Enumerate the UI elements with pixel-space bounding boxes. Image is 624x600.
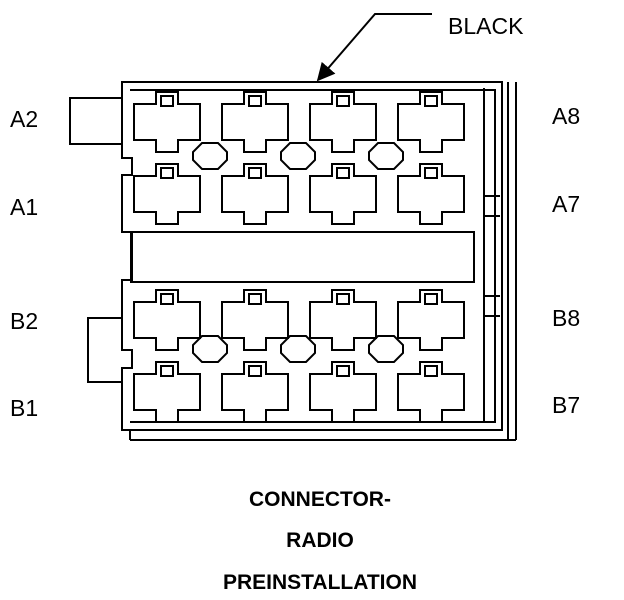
pin-label-b8: B8 — [552, 305, 580, 331]
latch-oval-a-2 — [280, 142, 316, 170]
terminal-cavity-r2-c1 — [133, 163, 201, 225]
terminal-cavity-r2-c3-slot — [336, 167, 350, 179]
callout-label: BLACK — [448, 13, 524, 39]
terminal-cavity-r3-c4-slot — [424, 293, 438, 305]
terminal-cavity-r4-c1 — [133, 361, 201, 423]
caption-line-1: CONNECTOR- — [249, 488, 391, 511]
pin-label-a7: A7 — [552, 191, 580, 217]
pin-label-a1: A1 — [10, 194, 38, 220]
terminal-cavity-r2-c1-slot — [160, 167, 174, 179]
pin-label-b7: B7 — [552, 392, 580, 418]
terminal-cavity-r1-c1-slot — [160, 95, 174, 107]
terminal-cavity-r2-c4 — [397, 163, 465, 225]
latch-oval-b-1 — [192, 335, 228, 363]
terminal-cavity-r3-c3-slot — [336, 293, 350, 305]
latch-oval-b-3 — [368, 335, 404, 363]
terminal-cavity-r1-c2-slot — [248, 95, 262, 107]
terminal-cavity-r2-c2-slot — [248, 167, 262, 179]
pin-label-b1: B1 — [10, 395, 38, 421]
terminal-cavity-r3-c2 — [221, 289, 289, 351]
terminal-cavity-r3-c2-slot — [248, 293, 262, 305]
terminal-cavity-r2-c2 — [221, 163, 289, 225]
terminal-cavity-r1-c3-slot — [336, 95, 350, 107]
terminal-cavity-r4-c2-slot — [248, 365, 262, 377]
pin-label-a2: A2 — [10, 106, 38, 132]
terminal-cavity-r4-c2 — [221, 361, 289, 423]
terminal-cavity-r1-c2 — [221, 91, 289, 153]
terminal-cavity-r3-c1-slot — [160, 293, 174, 305]
pin-labels-right: A8 A7 B8 B7 — [552, 103, 580, 418]
pin-label-a8: A8 — [552, 103, 580, 129]
diagram-caption: CONNECTOR- RADIO PREINSTALLATION — [223, 488, 417, 594]
terminal-cavity-r3-c3 — [309, 289, 377, 351]
callout-leader-arrow — [316, 13, 432, 82]
terminal-cavity-r2-c4-slot — [424, 167, 438, 179]
terminal-cavity-r1-c4-slot — [424, 95, 438, 107]
terminal-cavity-r1-c4 — [397, 91, 465, 153]
terminal-cavity-r3-c4 — [397, 289, 465, 351]
terminal-cavity-r3-c1 — [133, 289, 201, 351]
pin-label-b2: B2 — [10, 308, 38, 334]
connector-housing — [69, 81, 517, 441]
latch-oval-a-3 — [368, 142, 404, 170]
terminal-cavity-r4-c1-slot — [160, 365, 174, 377]
black-wire-callout: BLACK — [316, 13, 524, 82]
caption-line-2: RADIO — [286, 529, 354, 552]
terminal-cavity-r4-c3-slot — [336, 365, 350, 377]
terminal-cavity-r1-c1 — [133, 91, 201, 153]
terminal-cavity-r1-c3 — [309, 91, 377, 153]
terminal-cavities — [133, 91, 465, 423]
terminal-cavity-r4-c4-slot — [424, 365, 438, 377]
terminal-cavity-r2-c3 — [309, 163, 377, 225]
terminal-cavity-r4-c4 — [397, 361, 465, 423]
terminal-cavity-r4-c3 — [309, 361, 377, 423]
caption-line-3: PREINSTALLATION — [223, 571, 417, 594]
latch-oval-a-1 — [192, 142, 228, 170]
pin-labels-left: A2 A1 B2 B1 — [10, 106, 38, 421]
latch-oval-b-2 — [280, 335, 316, 363]
